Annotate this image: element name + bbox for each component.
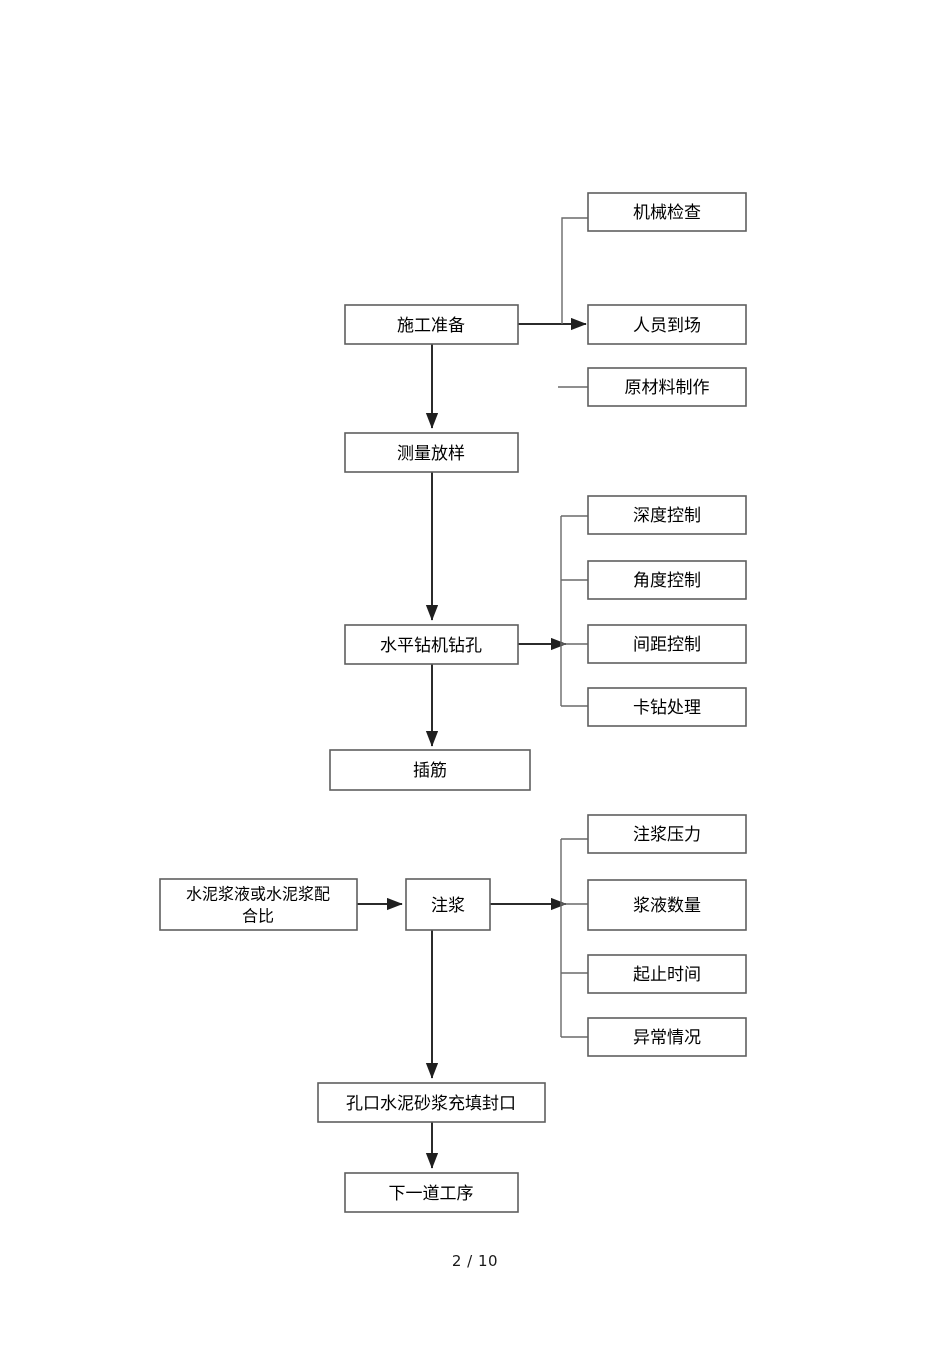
node-angle-control[interactable]: 角度控制 bbox=[587, 560, 747, 600]
node-abnormal-situation-label: 异常情况 bbox=[633, 1028, 701, 1048]
node-survey-layout[interactable]: 测量放样 bbox=[344, 432, 519, 473]
node-material-prep[interactable]: 原材料制作 bbox=[587, 367, 747, 407]
node-slurry-quantity-label: 浆液数量 bbox=[633, 896, 701, 916]
node-rebar-insert-label: 插筋 bbox=[413, 761, 447, 781]
node-cement-mix-ratio[interactable]: 水泥浆液或水泥浆配 合比 bbox=[159, 878, 358, 931]
node-angle-control-label: 角度控制 bbox=[633, 571, 701, 591]
page-number-footer: 2 / 10 bbox=[451, 1252, 499, 1270]
node-cement-mix-ratio-label-line2: 合比 bbox=[242, 907, 274, 926]
node-grout-pressure[interactable]: 注浆压力 bbox=[587, 814, 747, 854]
node-cement-mix-ratio-label-line1: 水泥浆液或水泥浆配 bbox=[186, 885, 330, 904]
node-material-prep-label: 原材料制作 bbox=[625, 378, 710, 398]
node-start-end-time[interactable]: 起止时间 bbox=[587, 954, 747, 994]
node-grout-pressure-label: 注浆压力 bbox=[633, 825, 701, 845]
node-construction-prep[interactable]: 施工准备 bbox=[344, 304, 519, 345]
node-construction-prep-label: 施工准备 bbox=[397, 316, 465, 336]
node-horizontal-drilling-label: 水平钻机钻孔 bbox=[380, 636, 482, 656]
node-start-end-time-label: 起止时间 bbox=[633, 965, 701, 985]
node-grouting[interactable]: 注浆 bbox=[405, 878, 491, 931]
connector-prep-to-machine-check bbox=[561, 217, 588, 324]
node-staff-arrive[interactable]: 人员到场 bbox=[587, 304, 747, 345]
node-stuck-drill-label: 卡钻处理 bbox=[633, 698, 701, 718]
node-spacing-control-label: 间距控制 bbox=[633, 635, 701, 655]
node-survey-layout-label: 测量放样 bbox=[397, 444, 465, 464]
node-machine-check-label: 机械检查 bbox=[633, 203, 701, 223]
node-hole-sealing-label: 孔口水泥砂浆充填封口 bbox=[346, 1094, 516, 1114]
node-grouting-label: 注浆 bbox=[431, 896, 465, 916]
node-hole-sealing[interactable]: 孔口水泥砂浆充填封口 bbox=[317, 1082, 546, 1123]
node-rebar-insert[interactable]: 插筋 bbox=[329, 749, 531, 791]
node-depth-control-label: 深度控制 bbox=[633, 506, 701, 526]
node-machine-check[interactable]: 机械检查 bbox=[587, 192, 747, 232]
node-stuck-drill[interactable]: 卡钻处理 bbox=[587, 687, 747, 727]
node-spacing-control[interactable]: 间距控制 bbox=[587, 624, 747, 664]
node-staff-arrive-label: 人员到场 bbox=[633, 316, 701, 336]
node-slurry-quantity[interactable]: 浆液数量 bbox=[587, 879, 747, 931]
node-horizontal-drilling[interactable]: 水平钻机钻孔 bbox=[344, 624, 519, 665]
node-next-process[interactable]: 下一道工序 bbox=[344, 1172, 519, 1213]
node-next-process-label: 下一道工序 bbox=[389, 1184, 474, 1204]
node-depth-control[interactable]: 深度控制 bbox=[587, 495, 747, 535]
node-abnormal-situation[interactable]: 异常情况 bbox=[587, 1017, 747, 1057]
